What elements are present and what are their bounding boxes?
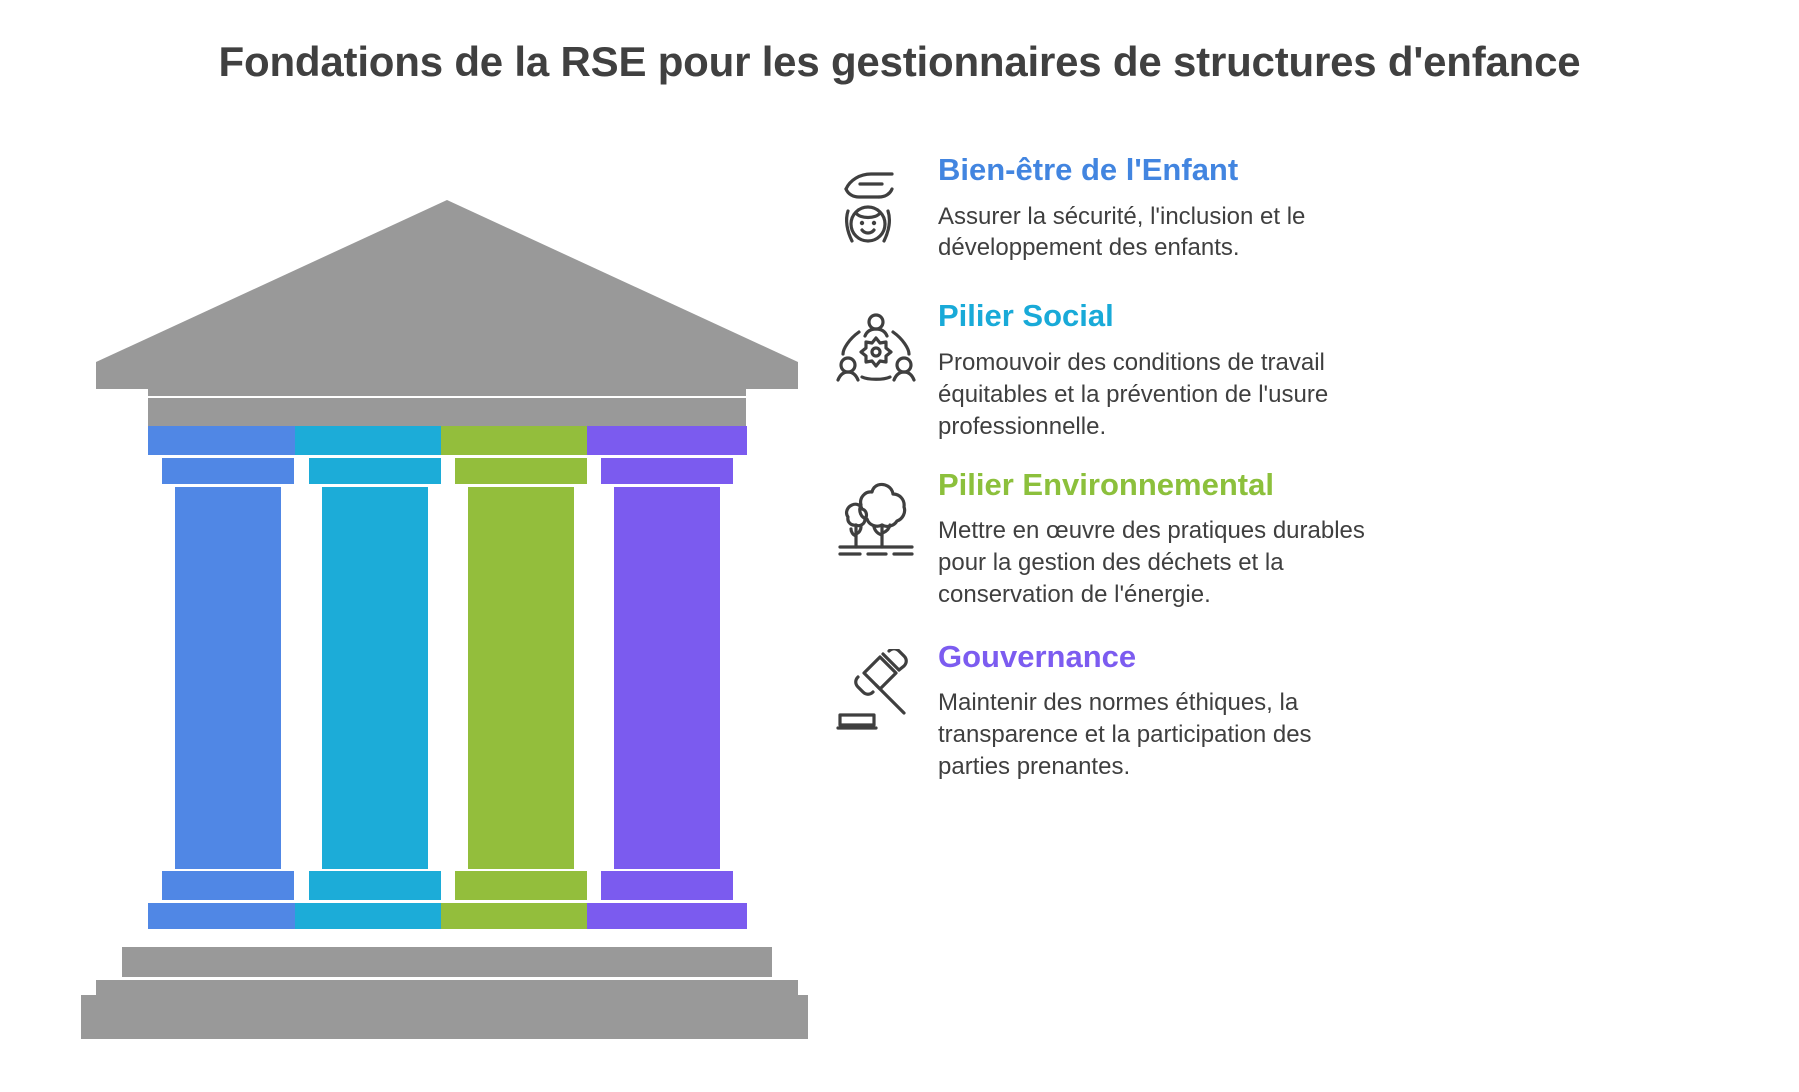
- temple-illustration: [0, 150, 900, 1060]
- temple-architrave-upper: [148, 369, 746, 396]
- pillar-detail-body: Bien-être de l'Enfant Assurer la sécurit…: [922, 152, 1450, 264]
- trees-environment-icon: [830, 469, 922, 561]
- pillar-description: Mettre en œuvre des pratiques durables p…: [938, 517, 1365, 608]
- temple-column-blue: [148, 426, 308, 971]
- pillar-detail-environmental: Pilier Environnemental Mettre en œuvre d…: [830, 466, 1450, 611]
- column-shaft: [322, 487, 428, 869]
- column-capital-wide: [587, 426, 747, 455]
- column-capital-mid: [601, 458, 733, 484]
- temple-column-cyan: [295, 426, 455, 971]
- column-shaft: [175, 487, 281, 869]
- pillar-detail-governance: Gouvernance Maintenir des normes éthique…: [830, 638, 1450, 783]
- pillar-description: Maintenir des normes éthiques, la transp…: [938, 689, 1312, 781]
- column-base-wide: [441, 903, 601, 929]
- column-capital-mid: [455, 458, 587, 484]
- pillar-heading: Gouvernance: [938, 638, 1137, 674]
- column-shaft: [468, 487, 574, 869]
- pillar-description: Promouvoir des conditions de travail équ…: [938, 348, 1329, 440]
- pillar-detail-body: Gouvernance Maintenir des normes éthique…: [922, 638, 1450, 783]
- column-base-mid: [309, 871, 441, 900]
- column-capital-mid: [309, 458, 441, 484]
- column-base-mid: [601, 871, 733, 900]
- social-people-gear-icon: [830, 300, 922, 392]
- pillar-heading: Pilier Social: [938, 298, 1114, 334]
- column-base-wide: [295, 903, 455, 929]
- pillar-heading: Bien-être de l'Enfant: [938, 152, 1239, 187]
- column-base-mid: [162, 871, 294, 900]
- column-capital-mid: [162, 458, 294, 484]
- temple-architrave-lower: [148, 398, 746, 426]
- temple-pediment: [96, 200, 798, 362]
- pillar-details-list: Bien-être de l'Enfant Assurer la sécurit…: [830, 150, 1450, 793]
- pillar-detail-child-wellbeing: Bien-être de l'Enfant Assurer la sécurit…: [830, 152, 1450, 264]
- pillar-detail-social: Pilier Social Promouvoir des conditions …: [830, 300, 1450, 442]
- column-capital-wide: [148, 426, 308, 455]
- pillar-heading: Pilier Environnemental: [938, 466, 1274, 502]
- temple-column-green: [441, 426, 601, 971]
- gavel-governance-icon: [830, 641, 922, 733]
- child-wellbeing-icon: [830, 154, 922, 246]
- pillar-detail-body: Pilier Social Promouvoir des conditions …: [922, 300, 1450, 442]
- column-shaft: [614, 487, 720, 869]
- column-base-wide: [148, 903, 308, 929]
- temple-step-upper: [122, 947, 772, 977]
- page-title: Fondations de la RSE pour les gestionnai…: [218, 38, 1581, 85]
- temple-step-lower: [81, 995, 808, 1039]
- column-capital-wide: [441, 426, 601, 455]
- temple-column-purple: [587, 426, 747, 971]
- pillar-description: Assurer la sécurité, l'inclusion et le d…: [938, 202, 1306, 262]
- column-base-wide: [587, 903, 747, 929]
- column-capital-wide: [295, 426, 455, 455]
- column-base-mid: [455, 871, 587, 900]
- pillar-detail-body: Pilier Environnemental Mettre en œuvre d…: [922, 466, 1450, 611]
